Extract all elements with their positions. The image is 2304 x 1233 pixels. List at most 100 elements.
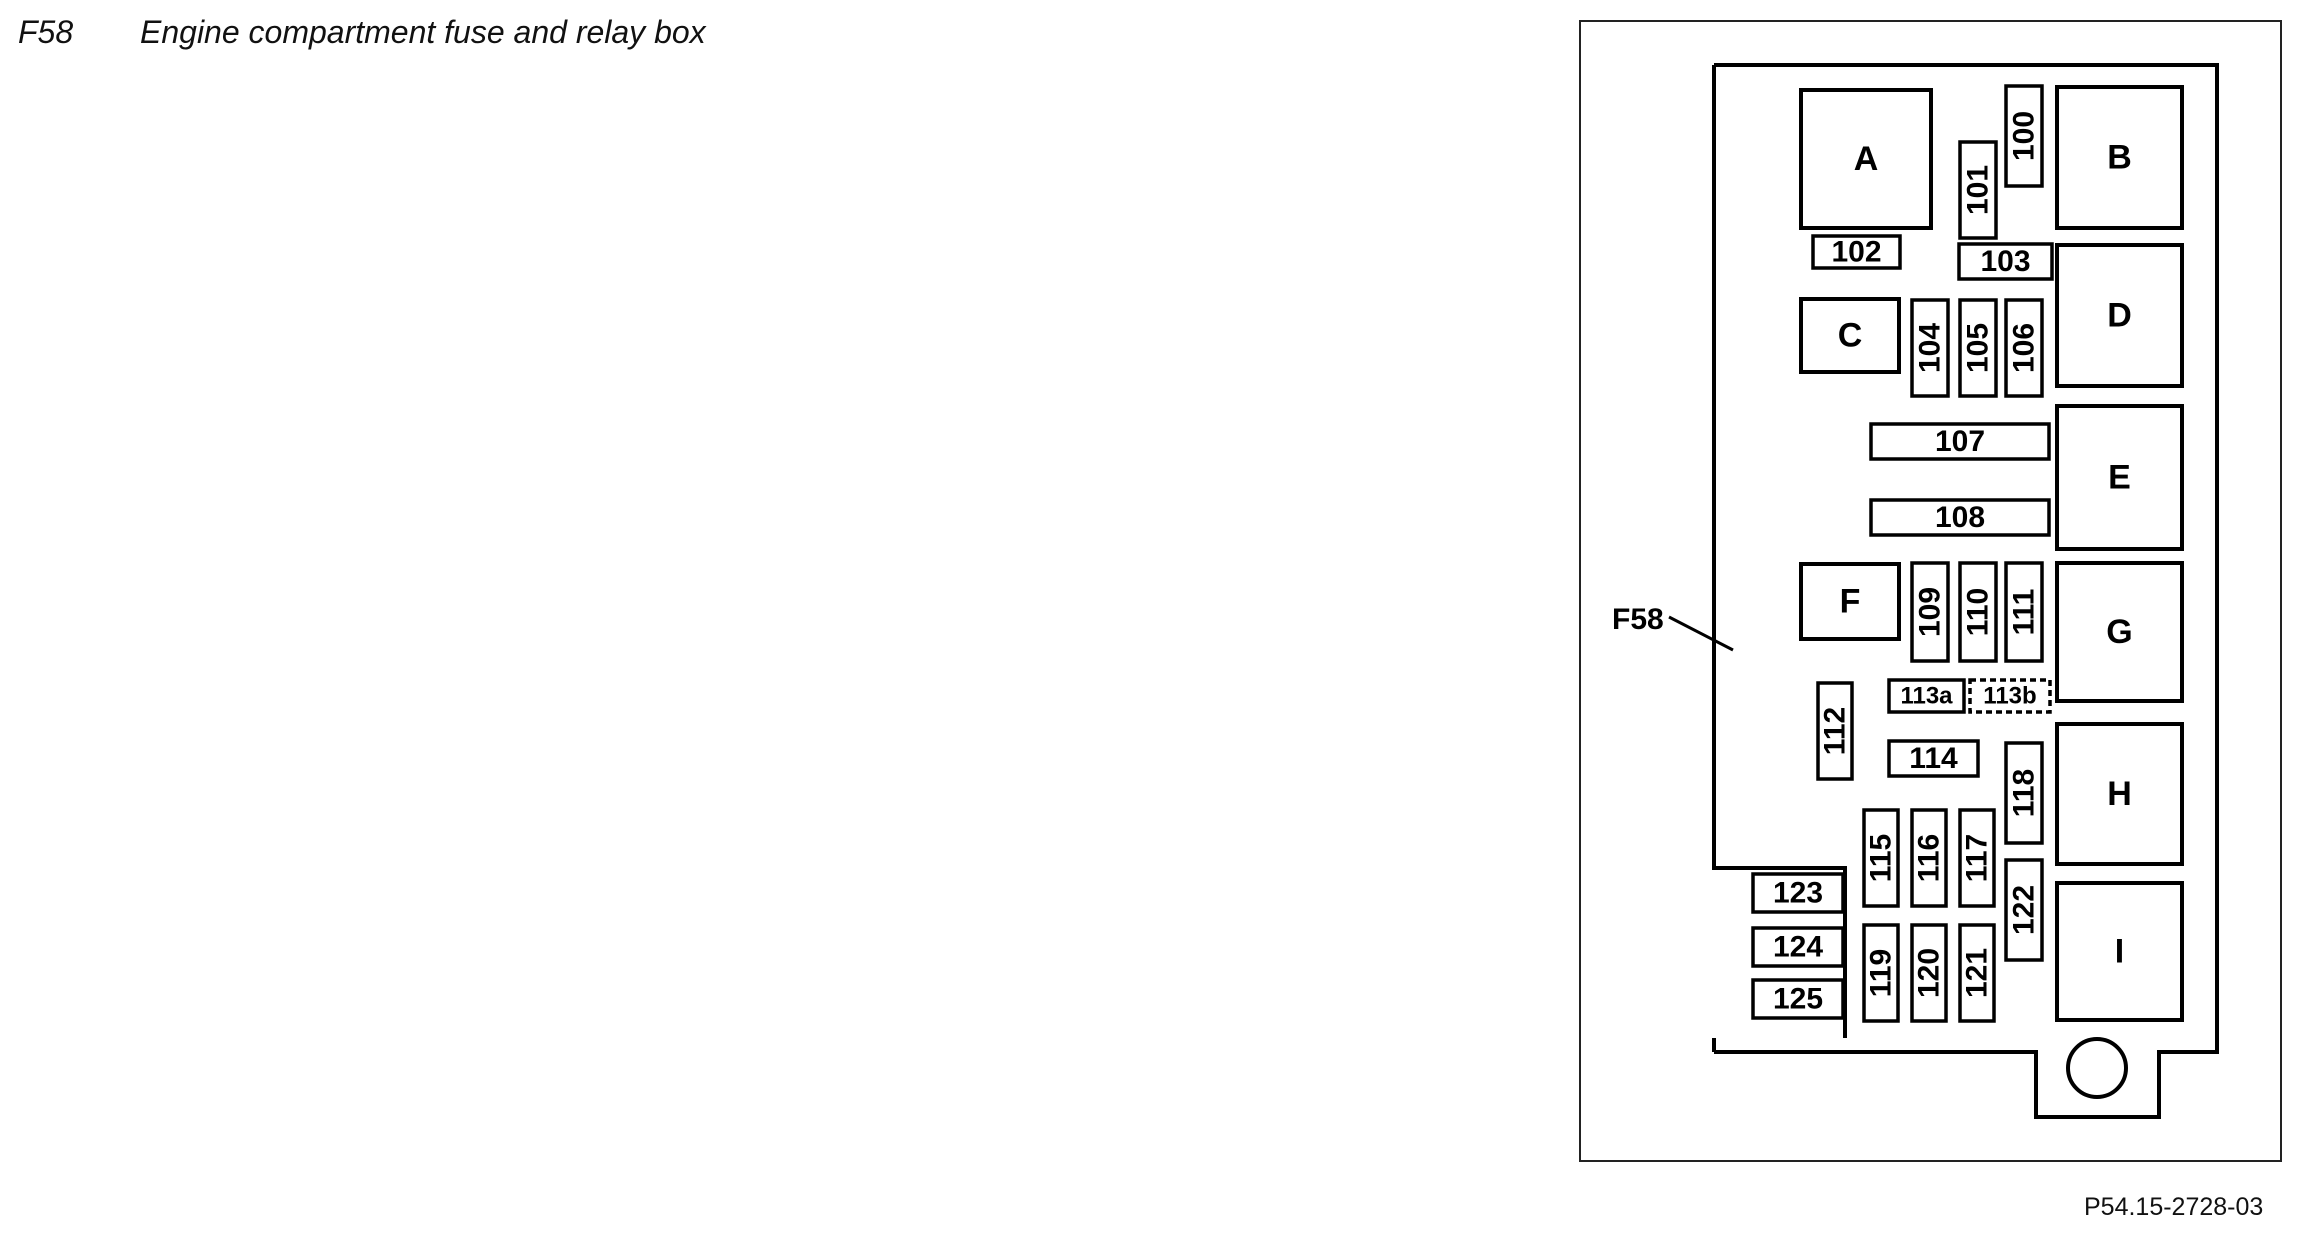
fuse-100-label: 100 [2008, 111, 2041, 161]
relay-a-label: A [1854, 140, 1879, 178]
relay-h-label: H [2107, 775, 2132, 813]
fuse-123-box [1751, 872, 1845, 914]
fuse-108-label: 108 [1935, 501, 1985, 534]
fuse-112-box [1816, 681, 1854, 781]
fuse-100-box [2004, 84, 2044, 188]
figure-reference: P54.15-2728-03 [2084, 1193, 2264, 1221]
fuse-124-box [1751, 926, 1845, 968]
fuse-117-box [1958, 808, 1996, 908]
fuse-105: 105 [1958, 298, 1998, 398]
fuse-117: 117 [1958, 808, 1996, 908]
fuse-121-box [1958, 923, 1996, 1023]
fuse-119: 119 [1862, 923, 1900, 1023]
fuse-105-box [1958, 298, 1998, 398]
relay-h: H [2055, 722, 2184, 866]
fuse-125-box [1751, 978, 1845, 1020]
fuse-114-box [1887, 739, 1980, 778]
fuse-106: 106 [2004, 298, 2044, 398]
callout-label: F58 [1612, 603, 1664, 636]
fuse-101-label: 101 [1962, 165, 1995, 215]
fuse-118: 118 [2004, 741, 2044, 845]
fuse-109-label: 109 [1914, 587, 1947, 637]
fuse-114: 114 [1887, 739, 1980, 778]
fuse-110: 110 [1958, 561, 1998, 663]
fuse-106-label: 106 [2008, 323, 2041, 373]
fuse-116-label: 116 [1913, 834, 1946, 882]
relay-i-box [2055, 881, 2184, 1022]
relay-f-box [1799, 562, 1901, 641]
fuse-107-label: 107 [1935, 425, 1985, 458]
fuse-box-outline [1712, 63, 2219, 1119]
fuse-102: 102 [1811, 234, 1902, 270]
fuse-120: 120 [1910, 923, 1948, 1023]
fuse-122-box [2004, 858, 2044, 962]
relay-e: E [2055, 404, 2184, 551]
fuse-115-box [1862, 808, 1900, 908]
fuse-120-box [1910, 923, 1948, 1023]
fuse-113b-box [1968, 678, 2052, 714]
fuse-115-label: 115 [1865, 834, 1898, 882]
header-code: F58 [18, 14, 74, 50]
fuse-116-box [1910, 808, 1948, 908]
fuse-103: 103 [1957, 242, 2054, 281]
relay-i: I [2055, 881, 2184, 1022]
fuse-120-label: 120 [1913, 948, 1946, 998]
relay-b-label: B [2107, 139, 2132, 177]
fuse-117-label: 117 [1961, 834, 1994, 882]
relay-g: G [2055, 561, 2184, 703]
relay-d: D [2055, 243, 2184, 388]
fuse-113a-box [1887, 678, 1966, 714]
fuse-124-label: 124 [1773, 931, 1823, 964]
fuse-115: 115 [1862, 808, 1900, 908]
fuse-112: 112 [1816, 681, 1854, 781]
fuse-112-label: 112 [1819, 707, 1852, 755]
relay-a-box [1799, 88, 1933, 230]
fuse-109: 109 [1910, 561, 1950, 663]
fuse-107-box [1869, 422, 2051, 461]
relay-c: C [1799, 297, 1901, 374]
relay-c-label: C [1838, 317, 1863, 355]
fuse-121-label: 121 [1961, 948, 1994, 998]
fuse-122: 122 [2004, 858, 2044, 962]
fuse-122-label: 122 [2008, 885, 2041, 935]
fuse-125: 125 [1751, 978, 1845, 1020]
fuse-100: 100 [2004, 84, 2044, 188]
fuse-113a-label: 113a [1900, 683, 1953, 710]
relay-a: A [1799, 88, 1933, 230]
fuse-116: 116 [1910, 808, 1948, 908]
header-title: Engine compartment fuse and relay box [140, 14, 706, 50]
fuse-111: 111 [2004, 561, 2044, 663]
fuse-118-label: 118 [2008, 769, 2041, 817]
fuse-121: 121 [1958, 923, 1996, 1023]
fuse-113a: 113a [1887, 678, 1966, 714]
mounting-hole [2066, 1037, 2128, 1099]
fuse-125-label: 125 [1773, 983, 1823, 1016]
relay-e-label: E [2108, 459, 2131, 497]
relay-c-box [1799, 297, 1901, 374]
fuse-102-box [1811, 234, 1902, 270]
fuse-101-box [1958, 140, 1998, 240]
fuse-114-label: 114 [1909, 742, 1958, 775]
fuse-104: 104 [1910, 298, 1950, 398]
fuse-113b: 113b [1968, 678, 2052, 714]
relay-g-label: G [2106, 613, 2132, 651]
fuse-123: 123 [1751, 872, 1845, 914]
fuse-111-label: 111 [2008, 589, 2041, 636]
relay-d-label: D [2107, 297, 2132, 335]
fuse-110-box [1958, 561, 1998, 663]
fuse-102-label: 102 [1831, 236, 1881, 269]
relay-b-box [2055, 85, 2184, 230]
relay-h-box [2055, 722, 2184, 866]
relay-i-label: I [2115, 933, 2124, 971]
fuse-123-label: 123 [1773, 877, 1823, 910]
relay-e-box [2055, 404, 2184, 551]
fuse-119-box [1862, 923, 1900, 1023]
fuse-109-box [1910, 561, 1950, 663]
fuse-119-label: 119 [1865, 949, 1898, 997]
fuse-110-label: 110 [1962, 588, 1995, 636]
relay-f-label: F [1840, 583, 1861, 621]
relay-d-box [2055, 243, 2184, 388]
fuse-103-label: 103 [1980, 245, 2030, 278]
fuse-101: 101 [1958, 140, 1998, 240]
